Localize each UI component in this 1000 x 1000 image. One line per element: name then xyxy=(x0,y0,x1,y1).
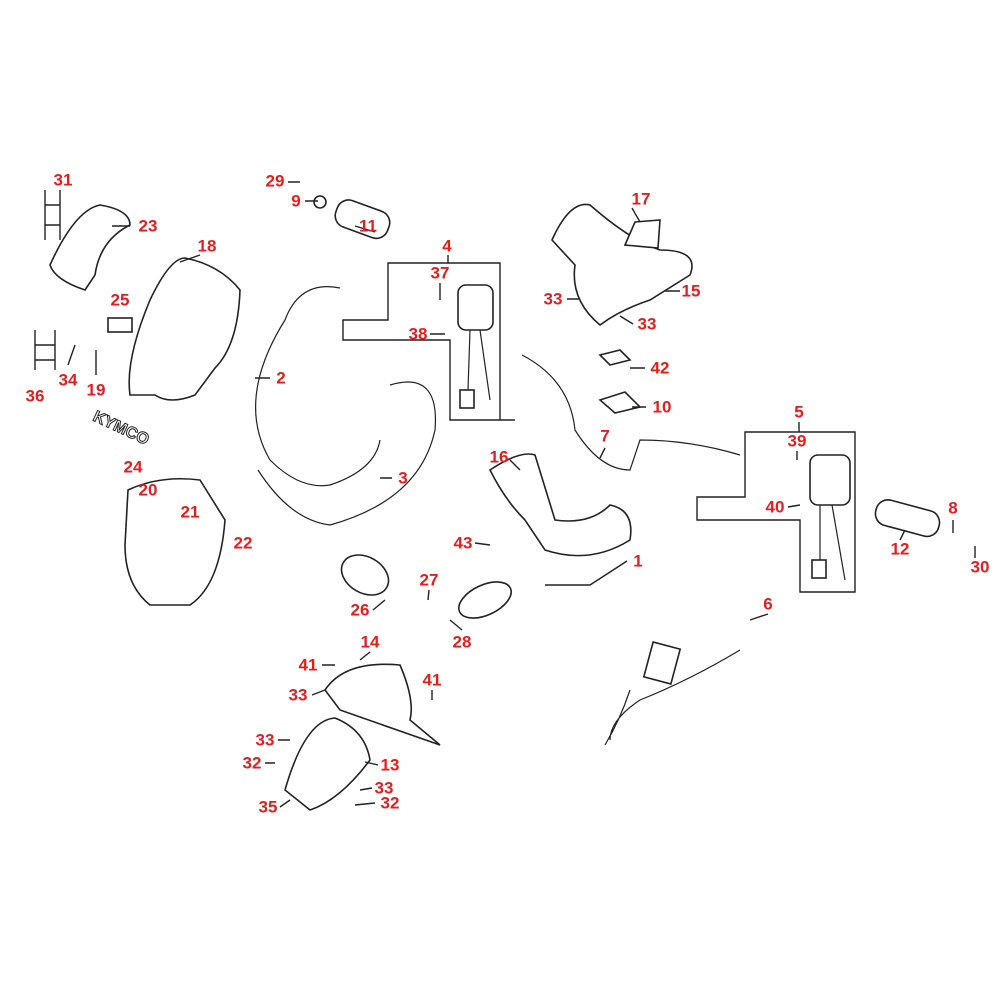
callout-label: 14 xyxy=(360,632,380,652)
callout-label: 12 xyxy=(890,539,910,559)
callout-label: 39 xyxy=(787,431,807,451)
callout-label: 18 xyxy=(197,236,217,256)
front-bracket xyxy=(124,477,226,606)
callout-label: 9 xyxy=(291,191,301,211)
cover-panel-17 xyxy=(623,219,661,249)
left-switch xyxy=(457,284,494,331)
switch-assembly-left-frame xyxy=(342,262,515,421)
callout-label: 33 xyxy=(374,778,394,798)
callout-label: 33 xyxy=(637,314,657,334)
callout-label: 4 xyxy=(442,236,452,256)
callout-label: 28 xyxy=(452,632,472,652)
callout-label: 26 xyxy=(350,600,370,620)
throttle-grip xyxy=(334,199,391,240)
switch-6 xyxy=(642,641,682,685)
callout-label: 35 xyxy=(258,797,278,817)
callout-label: 25 xyxy=(110,290,130,310)
callout-label: 41 xyxy=(298,655,318,675)
callout-label: 16 xyxy=(489,447,509,467)
callout-label: 38 xyxy=(408,324,428,344)
callout-label: 34 xyxy=(58,370,78,390)
callout-label: 36 xyxy=(25,386,45,406)
right-mirror xyxy=(458,581,512,619)
callout-label: 27 xyxy=(419,570,439,590)
callout-label: 33 xyxy=(288,685,308,705)
callout-label: 43 xyxy=(453,533,473,553)
throttle-cable xyxy=(255,286,381,487)
handlebar xyxy=(521,354,741,471)
callout-label: 40 xyxy=(765,497,785,517)
callout-label: 31 xyxy=(53,170,73,190)
callout-label: 37 xyxy=(430,263,450,283)
callout-label: 32 xyxy=(380,793,400,813)
callout-label: 2 xyxy=(276,368,286,388)
callout-label: 22 xyxy=(233,533,253,553)
visor-frame xyxy=(324,663,441,746)
callout-label: 21 xyxy=(180,502,200,522)
brake-cable xyxy=(257,381,437,526)
callout-label: 11 xyxy=(359,216,377,236)
callout-label: 1 xyxy=(633,551,643,571)
windscreen xyxy=(128,257,241,401)
switch-assembly-right-frame xyxy=(696,431,856,593)
callout-label: 33 xyxy=(543,289,563,309)
callout-label: 41 xyxy=(422,670,442,690)
callout-label: 10 xyxy=(652,397,672,417)
callout-label: 33 xyxy=(255,730,275,750)
callout-label: 13 xyxy=(380,755,400,775)
callout-label: 23 xyxy=(138,216,158,236)
right-grip xyxy=(874,499,941,538)
handlebar-cover-upper xyxy=(551,203,693,327)
callout-label: 17 xyxy=(631,189,651,209)
callout-label: 15 xyxy=(681,281,701,301)
right-switch xyxy=(809,454,851,506)
emblem-25 xyxy=(107,317,133,333)
visor xyxy=(284,717,371,811)
callout-label: 42 xyxy=(650,358,670,378)
kymco-logo: KYMCO xyxy=(90,408,151,449)
callout-label: 7 xyxy=(600,426,610,446)
callout-label: 20 xyxy=(138,480,158,500)
windscreen-bracket xyxy=(49,204,131,291)
callout-label: 19 xyxy=(86,380,106,400)
leader-lines xyxy=(34,181,976,808)
callout-label: 6 xyxy=(763,594,773,614)
callout-label: 32 xyxy=(242,753,262,773)
callout-label: 5 xyxy=(794,402,804,422)
handlebar-cover-lower xyxy=(488,453,632,557)
left-mirror xyxy=(340,554,390,596)
callout-label: 3 xyxy=(398,468,408,488)
callout-label: 24 xyxy=(123,457,143,477)
callout-label: 29 xyxy=(265,171,285,191)
callout-label: 30 xyxy=(970,557,990,577)
grip-end xyxy=(313,195,327,209)
callout-label: 8 xyxy=(948,498,958,518)
